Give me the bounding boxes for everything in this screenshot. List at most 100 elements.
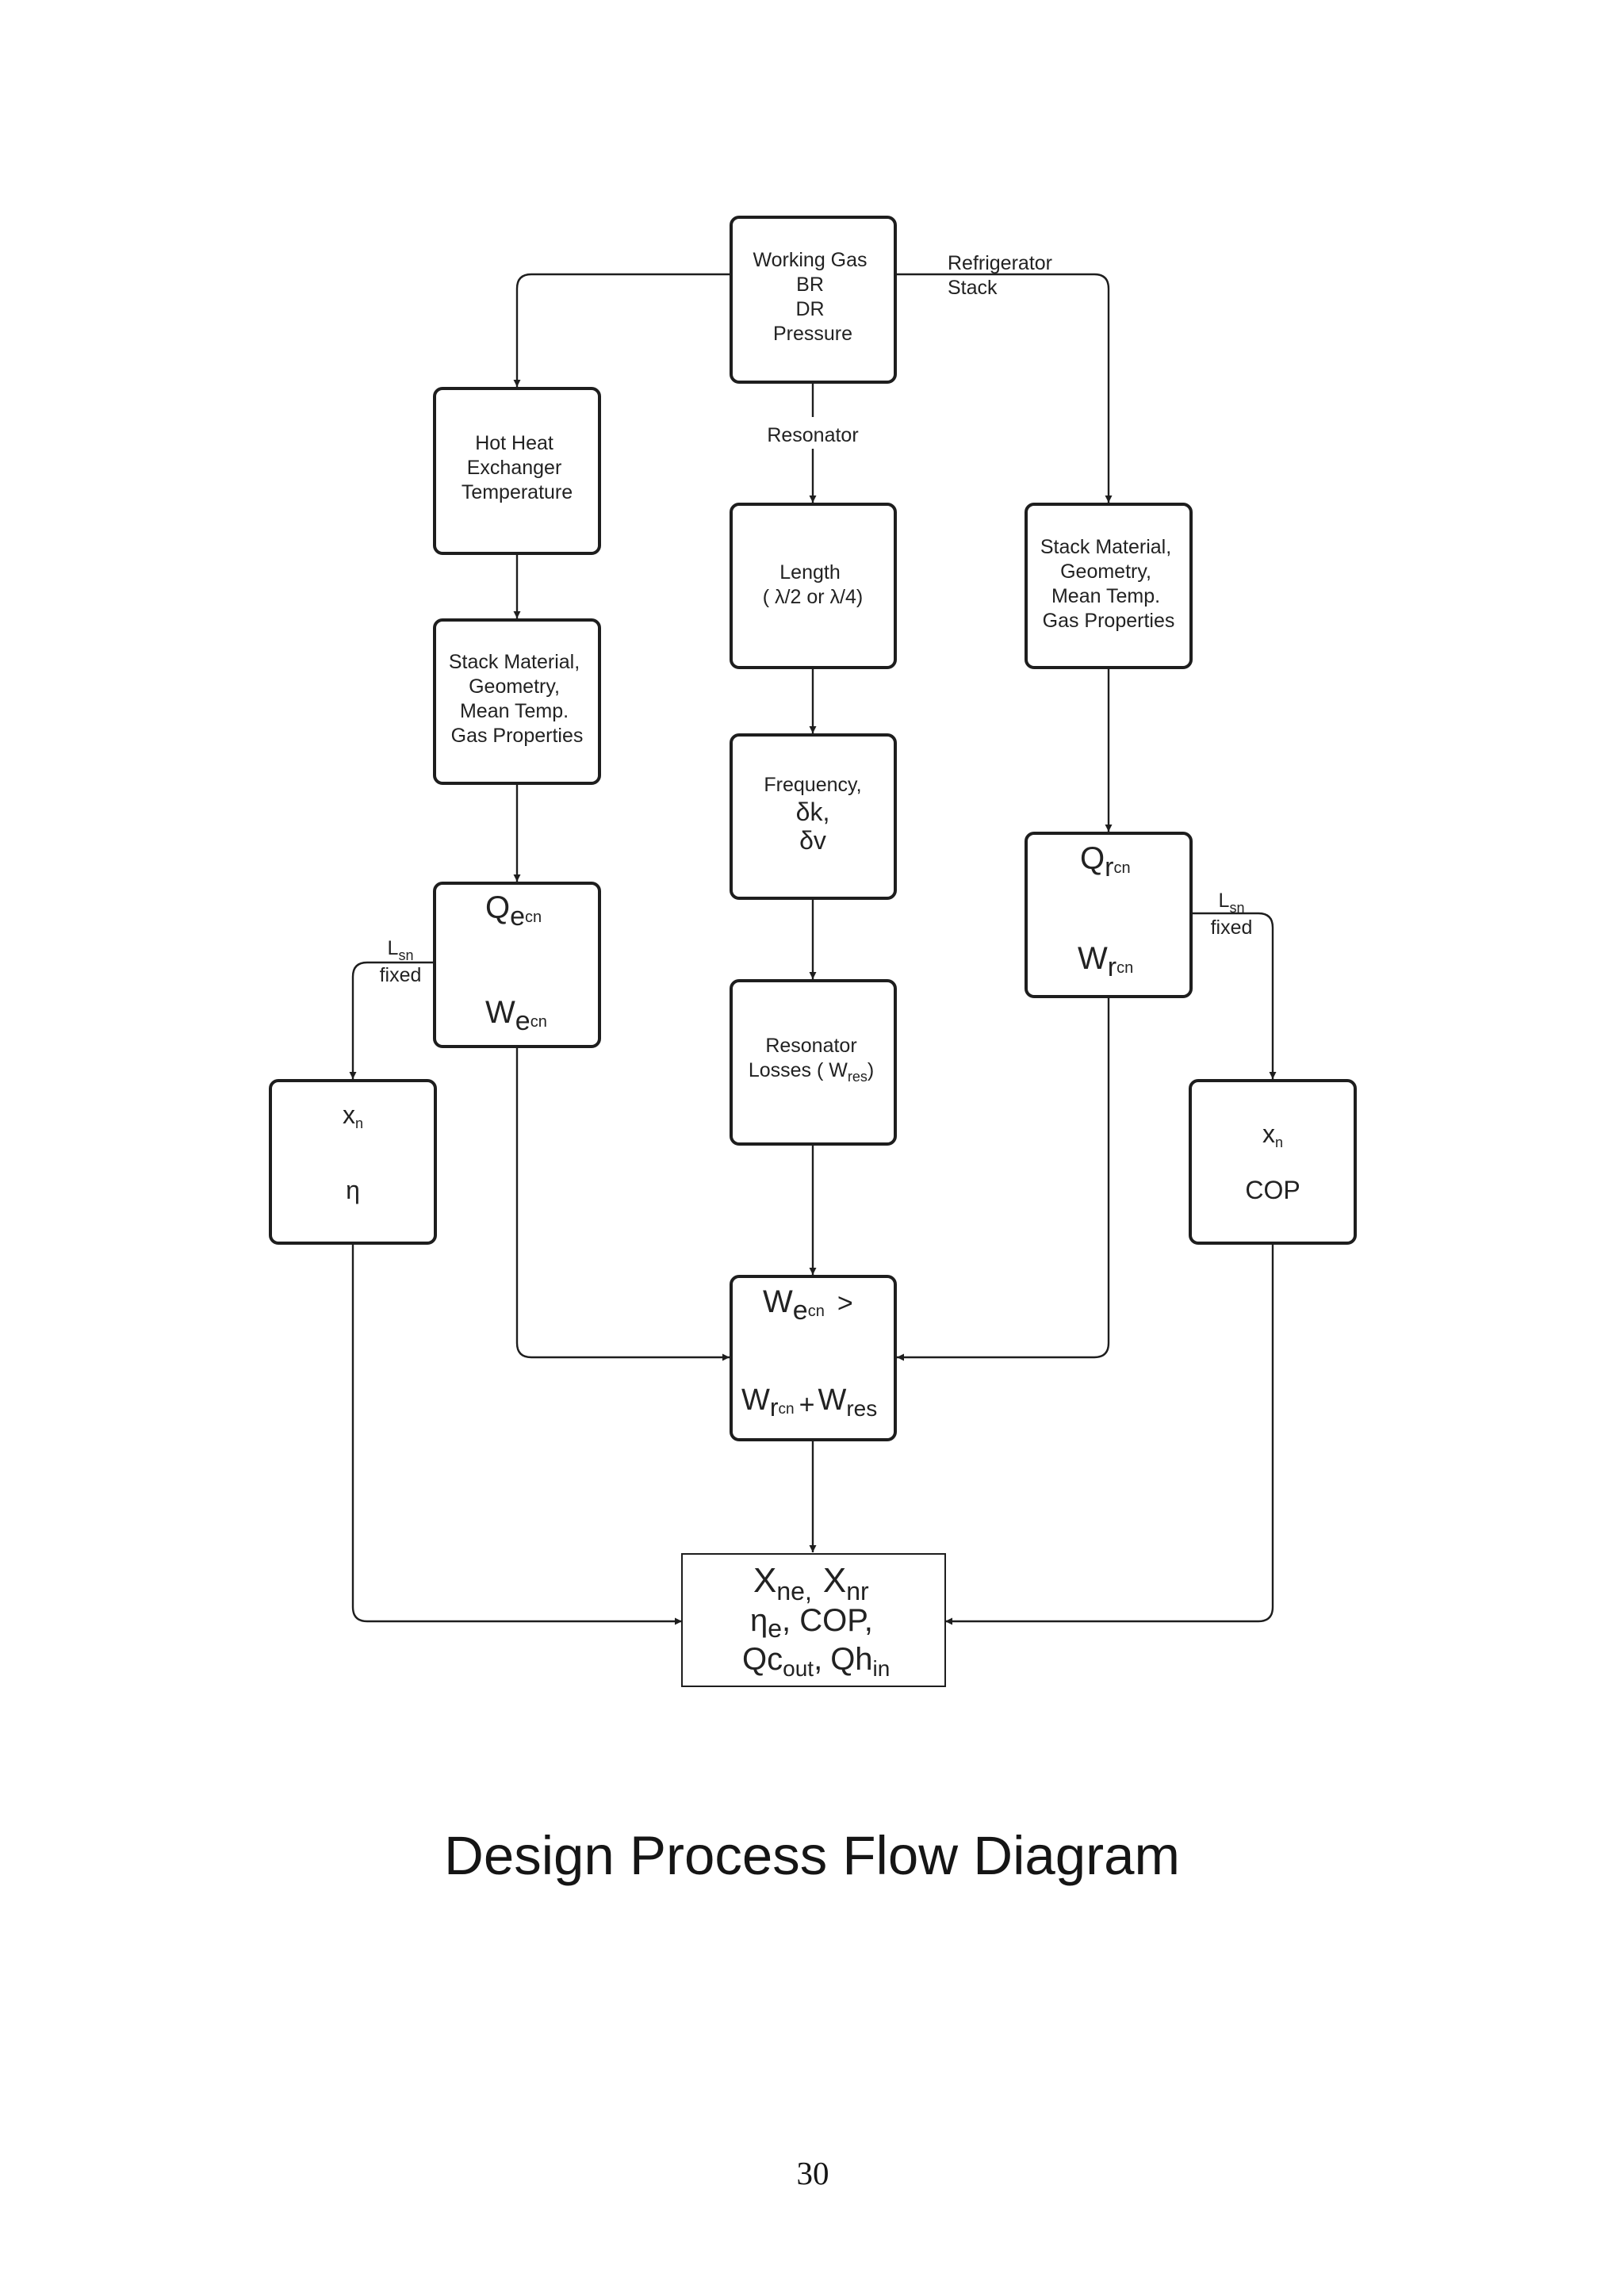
node-engine-output-box xyxy=(433,882,601,1048)
page-number: 30 xyxy=(797,2155,829,2191)
edge-engine-output-to-engine-efficiency xyxy=(349,961,435,1079)
hot-heat-line-1: Hot Heat xyxy=(475,432,553,454)
stack-left-line-4: Gas Properties xyxy=(451,725,584,747)
working-gas-line-3: DR xyxy=(795,298,824,320)
refrigerator-cop-label: COP xyxy=(1245,1176,1300,1204)
node-stack-left-box xyxy=(433,618,601,785)
refrigerator-q-sub2: cn xyxy=(1113,859,1130,877)
engine-q-label: Qecn xyxy=(485,890,542,932)
lsn-fixed-left-label: Lsn xyxy=(388,937,414,963)
node-engine-efficiency-box xyxy=(269,1079,437,1245)
frequency-line-3: δv xyxy=(799,826,826,855)
resonator-losses-sub: res xyxy=(848,1069,868,1085)
engine-eta-label: η xyxy=(346,1176,360,1204)
engine-q-main: Q xyxy=(485,890,510,925)
stack-right-line-1: Stack Material, xyxy=(1040,536,1171,558)
wrcn-sub1: r xyxy=(770,1393,779,1422)
node-refrigerator-output: Qrcn Wrcn xyxy=(1025,832,1193,998)
node-working-gas-text: Working Gas BR DR Pressure xyxy=(753,249,873,345)
stack-left-line-1: Stack Material, xyxy=(449,651,580,673)
fixed-right-label: fixed xyxy=(1211,916,1253,939)
node-result-box xyxy=(681,1553,946,1687)
stack-right-line-3: Mean Temp. xyxy=(1051,585,1160,607)
diagram-caption: Design Process Flow Diagram xyxy=(444,1825,1180,1886)
qh-main: Qh xyxy=(830,1642,872,1677)
node-work-condition-box xyxy=(730,1275,897,1441)
hot-heat-line-2: Exchanger xyxy=(467,457,562,479)
wecn-sub2: cn xyxy=(808,1303,825,1320)
node-engine-efficiency: xn η xyxy=(269,1079,437,1245)
node-engine-output: Qecn Wecn xyxy=(433,882,601,1048)
lsn-right-main: L xyxy=(1219,890,1230,912)
result-line-2: ηe, COP, xyxy=(750,1603,873,1643)
refrigerator-xn-label: xn xyxy=(1262,1119,1283,1150)
node-frequency-box xyxy=(730,733,897,900)
edge-engine-output-to-work-condition xyxy=(515,1047,730,1361)
length-line-2: ( λ/2 or λ/4) xyxy=(763,586,863,608)
stack-label: Stack xyxy=(948,277,998,299)
working-gas-line-2: BR xyxy=(796,274,824,296)
refrigerator-q-sub1: r xyxy=(1105,852,1113,882)
node-refrigerator-cop: xn COP xyxy=(1189,1079,1357,1245)
refrigerator-label: Refrigerator xyxy=(948,252,1052,274)
eta-e-main: η xyxy=(750,1603,768,1638)
edge-engine-efficiency-to-result xyxy=(351,1243,682,1625)
edge-labels: Refrigerator Stack Resonator Lsn fixed L… xyxy=(380,252,1253,986)
node-refrigerator-cop-box xyxy=(1189,1079,1357,1245)
node-result: Xne,Xnr ηe, COP, Qcout,Qhin xyxy=(681,1553,946,1687)
refrigerator-xn-sub: n xyxy=(1275,1135,1283,1150)
greater-than-sign: > xyxy=(837,1288,853,1318)
wrcn-sub2: cn xyxy=(779,1401,795,1418)
lsn-left-main: L xyxy=(388,937,399,959)
node-length: Length ( λ/2 or λ/4) xyxy=(730,503,897,669)
edge-refrigerator-output-to-refrigerator-cop xyxy=(1191,912,1277,1079)
xne-sub: ne, xyxy=(776,1577,811,1605)
refrigerator-w-sub1: r xyxy=(1108,952,1116,982)
working-gas-line-1: Working Gas xyxy=(753,249,868,271)
edge-working-gas-to-hot-heat-exchanger xyxy=(513,273,731,387)
resonator-losses-line-2: Losses ( Wres) xyxy=(749,1059,874,1085)
resonator-losses-suffix: ) xyxy=(868,1059,874,1081)
wres-sub: res xyxy=(846,1396,877,1421)
engine-xn-label: xn xyxy=(343,1100,363,1131)
xne-main: X xyxy=(753,1561,776,1600)
refrigerator-xn-main: x xyxy=(1262,1119,1275,1148)
xnr-main: X xyxy=(823,1561,846,1600)
stack-right-line-2: Geometry, xyxy=(1060,561,1151,583)
working-gas-line-4: Pressure xyxy=(773,323,852,345)
plus-sign: + xyxy=(799,1390,815,1420)
wecn-sub1: e xyxy=(793,1295,808,1326)
node-refrigerator-output-box xyxy=(1025,832,1193,998)
edge-refrigerator-cop-to-result xyxy=(945,1243,1274,1625)
node-stack-right-text: Stack Material, Geometry, Mean Temp. Gas… xyxy=(1040,536,1177,632)
refrigerator-w-main: W xyxy=(1078,941,1108,976)
stack-left-line-3: Mean Temp. xyxy=(460,700,569,722)
node-working-gas-box xyxy=(730,216,897,384)
lsn-left-sub: sn xyxy=(398,947,413,963)
edge-refrigerator-output-to-work-condition xyxy=(897,997,1110,1361)
node-frequency: Frequency, δk, δv xyxy=(730,733,897,900)
node-length-box xyxy=(730,503,897,669)
node-hot-heat-exchanger-text: Hot Heat Exchanger Temperature xyxy=(462,432,573,503)
node-stack-right: Stack Material, Geometry, Mean Temp. Gas… xyxy=(1025,503,1193,669)
result-line-3: Qcout,Qhin xyxy=(742,1642,890,1681)
lsn-fixed-right-label: Lsn xyxy=(1219,890,1245,916)
engine-q-sub2: cn xyxy=(525,909,542,926)
refrigerator-w-label: Wrcn xyxy=(1078,941,1133,982)
node-length-text: Length ( λ/2 or λ/4) xyxy=(763,561,863,608)
frequency-line-2: δk, xyxy=(796,798,830,826)
engine-w-sub1: e xyxy=(515,1006,530,1036)
qh-sub: in xyxy=(873,1656,891,1681)
result-comma: , xyxy=(814,1642,822,1677)
engine-xn-sub: n xyxy=(355,1115,363,1131)
node-resonator-losses: Resonator Losses ( Wres) xyxy=(730,979,897,1146)
edges xyxy=(349,273,1277,1625)
wecn-main: W xyxy=(763,1284,793,1319)
edge-working-gas-to-stack-right xyxy=(895,273,1113,503)
node-stack-left-text: Stack Material, Geometry, Mean Temp. Gas… xyxy=(449,651,585,747)
frequency-line-1: Frequency, xyxy=(764,774,861,796)
engine-w-label: Wecn xyxy=(485,995,547,1036)
node-stack-right-box xyxy=(1025,503,1193,669)
length-line-1: Length xyxy=(779,561,840,584)
